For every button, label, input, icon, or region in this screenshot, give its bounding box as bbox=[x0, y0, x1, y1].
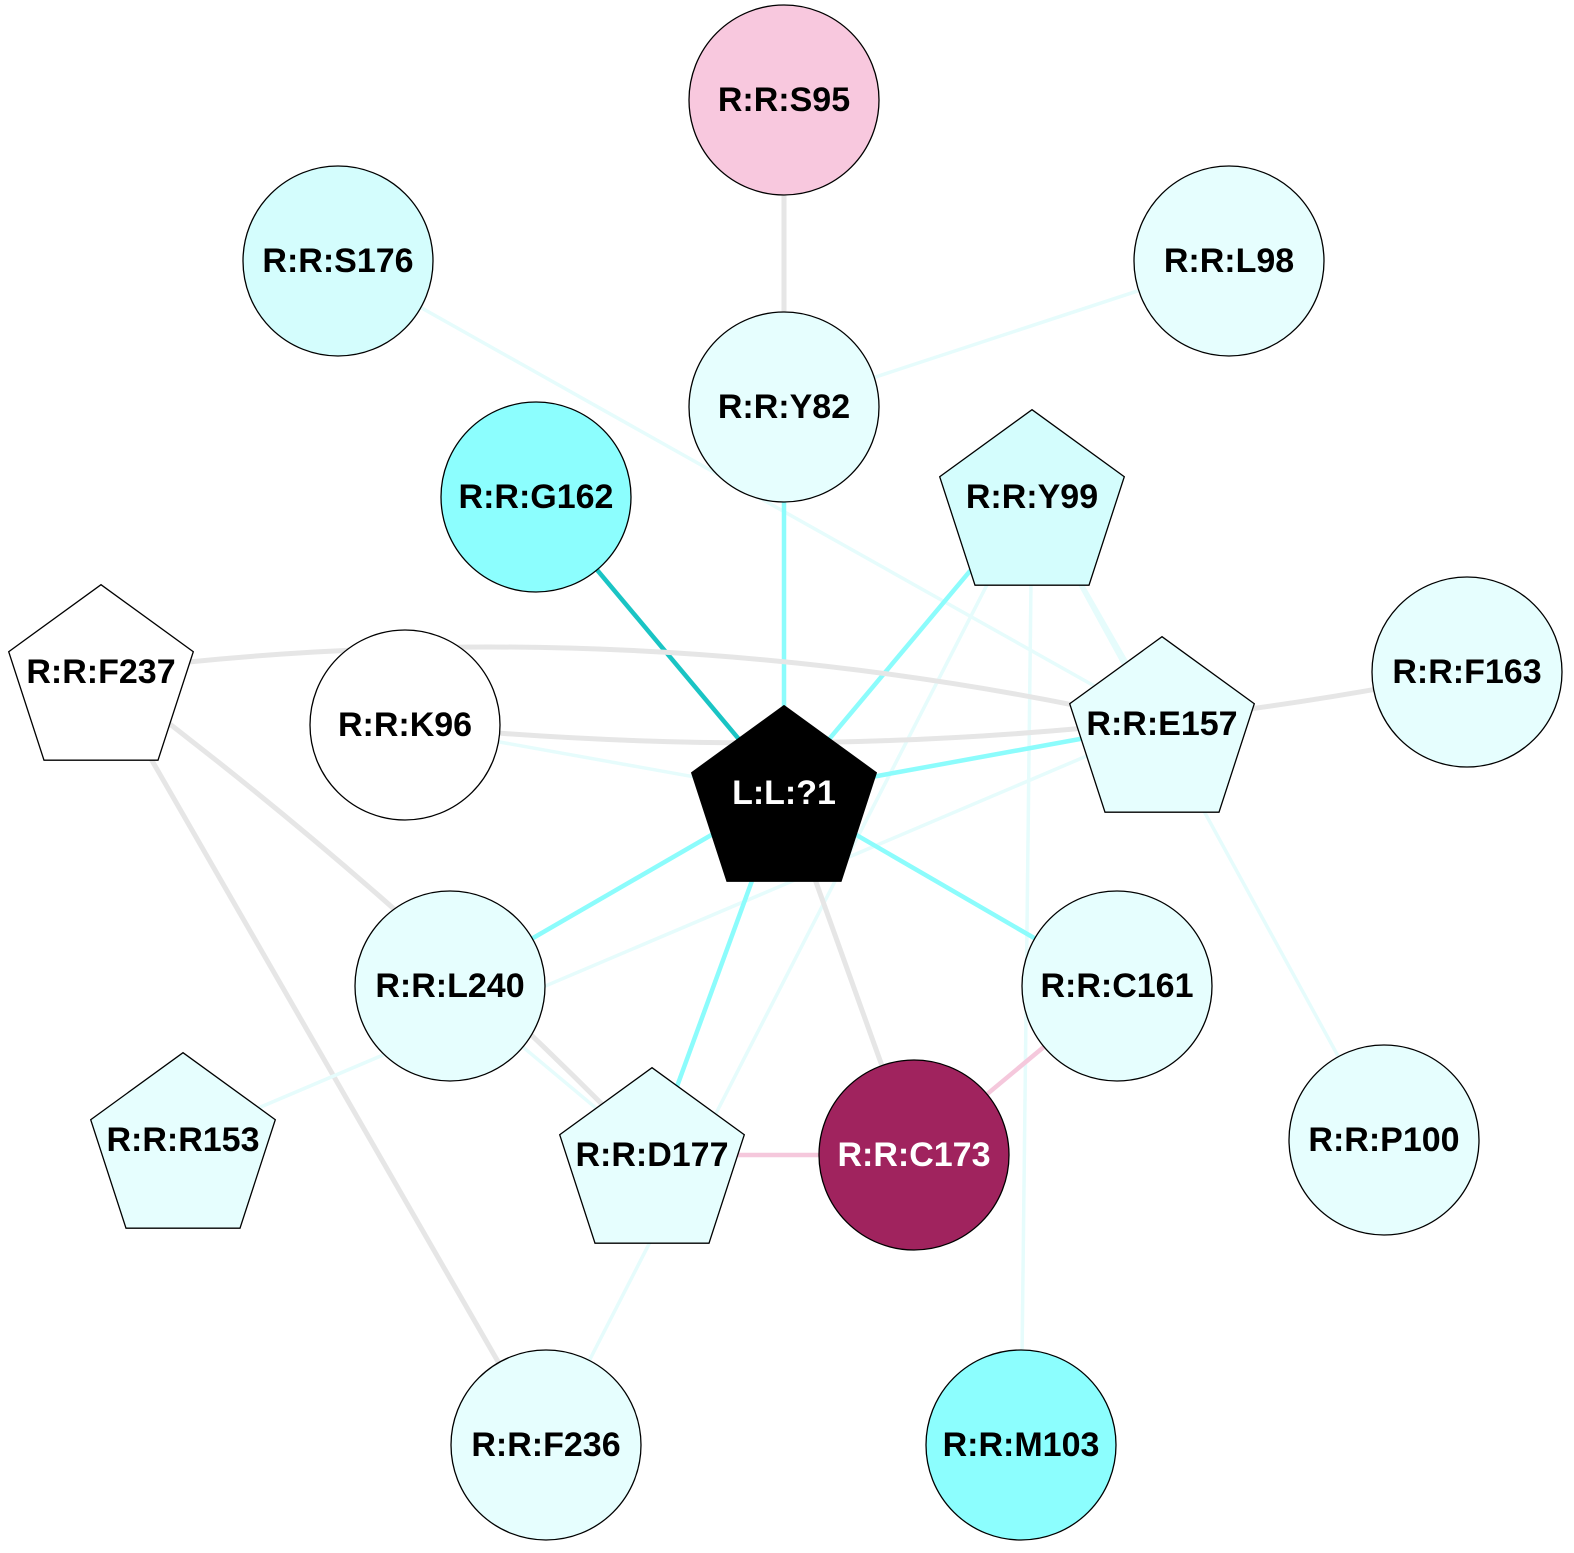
node-circle bbox=[818, 1059, 1010, 1251]
node-pentagon bbox=[690, 704, 878, 882]
node-label: R:R:L240 bbox=[375, 967, 524, 1005]
edge-f237-d177 bbox=[99, 669, 654, 1157]
node-label: R:R:F163 bbox=[1392, 653, 1541, 691]
edge-y99-p100 bbox=[1030, 496, 1386, 1141]
node-circle bbox=[354, 890, 546, 1082]
node-circle bbox=[1371, 576, 1563, 768]
node-m103[interactable]: R:R:M103 bbox=[925, 1349, 1117, 1541]
node-p100[interactable]: R:R:P100 bbox=[1288, 1044, 1480, 1236]
node-c173[interactable]: R:R:C173 bbox=[818, 1059, 1010, 1251]
node-label: R:R:S95 bbox=[718, 81, 850, 119]
node-s176[interactable]: R:R:S176 bbox=[242, 165, 434, 357]
node-label: R:R:F236 bbox=[471, 1426, 620, 1464]
node-label: R:R:D177 bbox=[575, 1136, 728, 1174]
node-label: R:R:M103 bbox=[943, 1426, 1100, 1464]
node-c161[interactable]: R:R:C161 bbox=[1021, 890, 1213, 1082]
node-label: R:R:Y82 bbox=[718, 388, 850, 426]
node-circle bbox=[309, 629, 501, 821]
node-label: R:R:C173 bbox=[837, 1136, 990, 1174]
node-r153[interactable]: R:R:R153 bbox=[89, 1051, 277, 1229]
node-l1[interactable]: L:L:?1 bbox=[690, 704, 878, 882]
node-label: R:R:E157 bbox=[1086, 705, 1237, 743]
node-pentagon bbox=[1068, 635, 1256, 813]
node-label: L:L:?1 bbox=[732, 774, 836, 812]
node-circle bbox=[450, 1349, 642, 1541]
node-pentagon bbox=[7, 583, 195, 761]
node-e157[interactable]: R:R:E157 bbox=[1068, 635, 1256, 813]
node-l240[interactable]: R:R:L240 bbox=[354, 890, 546, 1082]
edge-k96-f163 bbox=[404, 669, 1468, 746]
node-circle bbox=[688, 4, 880, 196]
node-f163[interactable]: R:R:F163 bbox=[1371, 576, 1563, 768]
node-y82[interactable]: R:R:Y82 bbox=[688, 311, 880, 503]
node-f236[interactable]: R:R:F236 bbox=[450, 1349, 642, 1541]
edge-e157-r153 bbox=[182, 722, 1163, 1142]
node-circle bbox=[925, 1349, 1117, 1541]
node-pentagon bbox=[89, 1051, 277, 1229]
node-s95[interactable]: R:R:S95 bbox=[688, 4, 880, 196]
node-l98[interactable]: R:R:L98 bbox=[1133, 165, 1325, 357]
node-circle bbox=[1133, 165, 1325, 357]
node-label: R:R:K96 bbox=[338, 706, 472, 744]
node-k96[interactable]: R:R:K96 bbox=[309, 629, 501, 821]
node-f237[interactable]: R:R:F237 bbox=[7, 583, 195, 761]
node-label: R:R:S176 bbox=[262, 242, 413, 280]
node-circle bbox=[242, 165, 434, 357]
node-pentagon bbox=[558, 1066, 746, 1244]
node-y99[interactable]: R:R:Y99 bbox=[938, 408, 1126, 586]
node-label: R:R:F237 bbox=[26, 653, 175, 691]
node-label: R:R:G162 bbox=[459, 478, 614, 516]
node-pentagon bbox=[938, 408, 1126, 586]
node-circle bbox=[1021, 890, 1213, 1082]
node-circle bbox=[1288, 1044, 1480, 1236]
node-circle bbox=[440, 401, 632, 593]
node-label: R:R:P100 bbox=[1308, 1121, 1459, 1159]
node-label: R:R:R153 bbox=[106, 1121, 259, 1159]
node-label: R:R:C161 bbox=[1040, 967, 1193, 1005]
node-label: R:R:Y99 bbox=[966, 478, 1098, 516]
edge-y99-f236 bbox=[544, 496, 1034, 1446]
edge-f237-e157 bbox=[100, 644, 1163, 727]
node-g162[interactable]: R:R:G162 bbox=[440, 401, 632, 593]
node-d177[interactable]: R:R:D177 bbox=[558, 1066, 746, 1244]
node-label: R:R:L98 bbox=[1164, 242, 1294, 280]
node-circle bbox=[688, 311, 880, 503]
edge-f237-f236 bbox=[98, 670, 549, 1447]
